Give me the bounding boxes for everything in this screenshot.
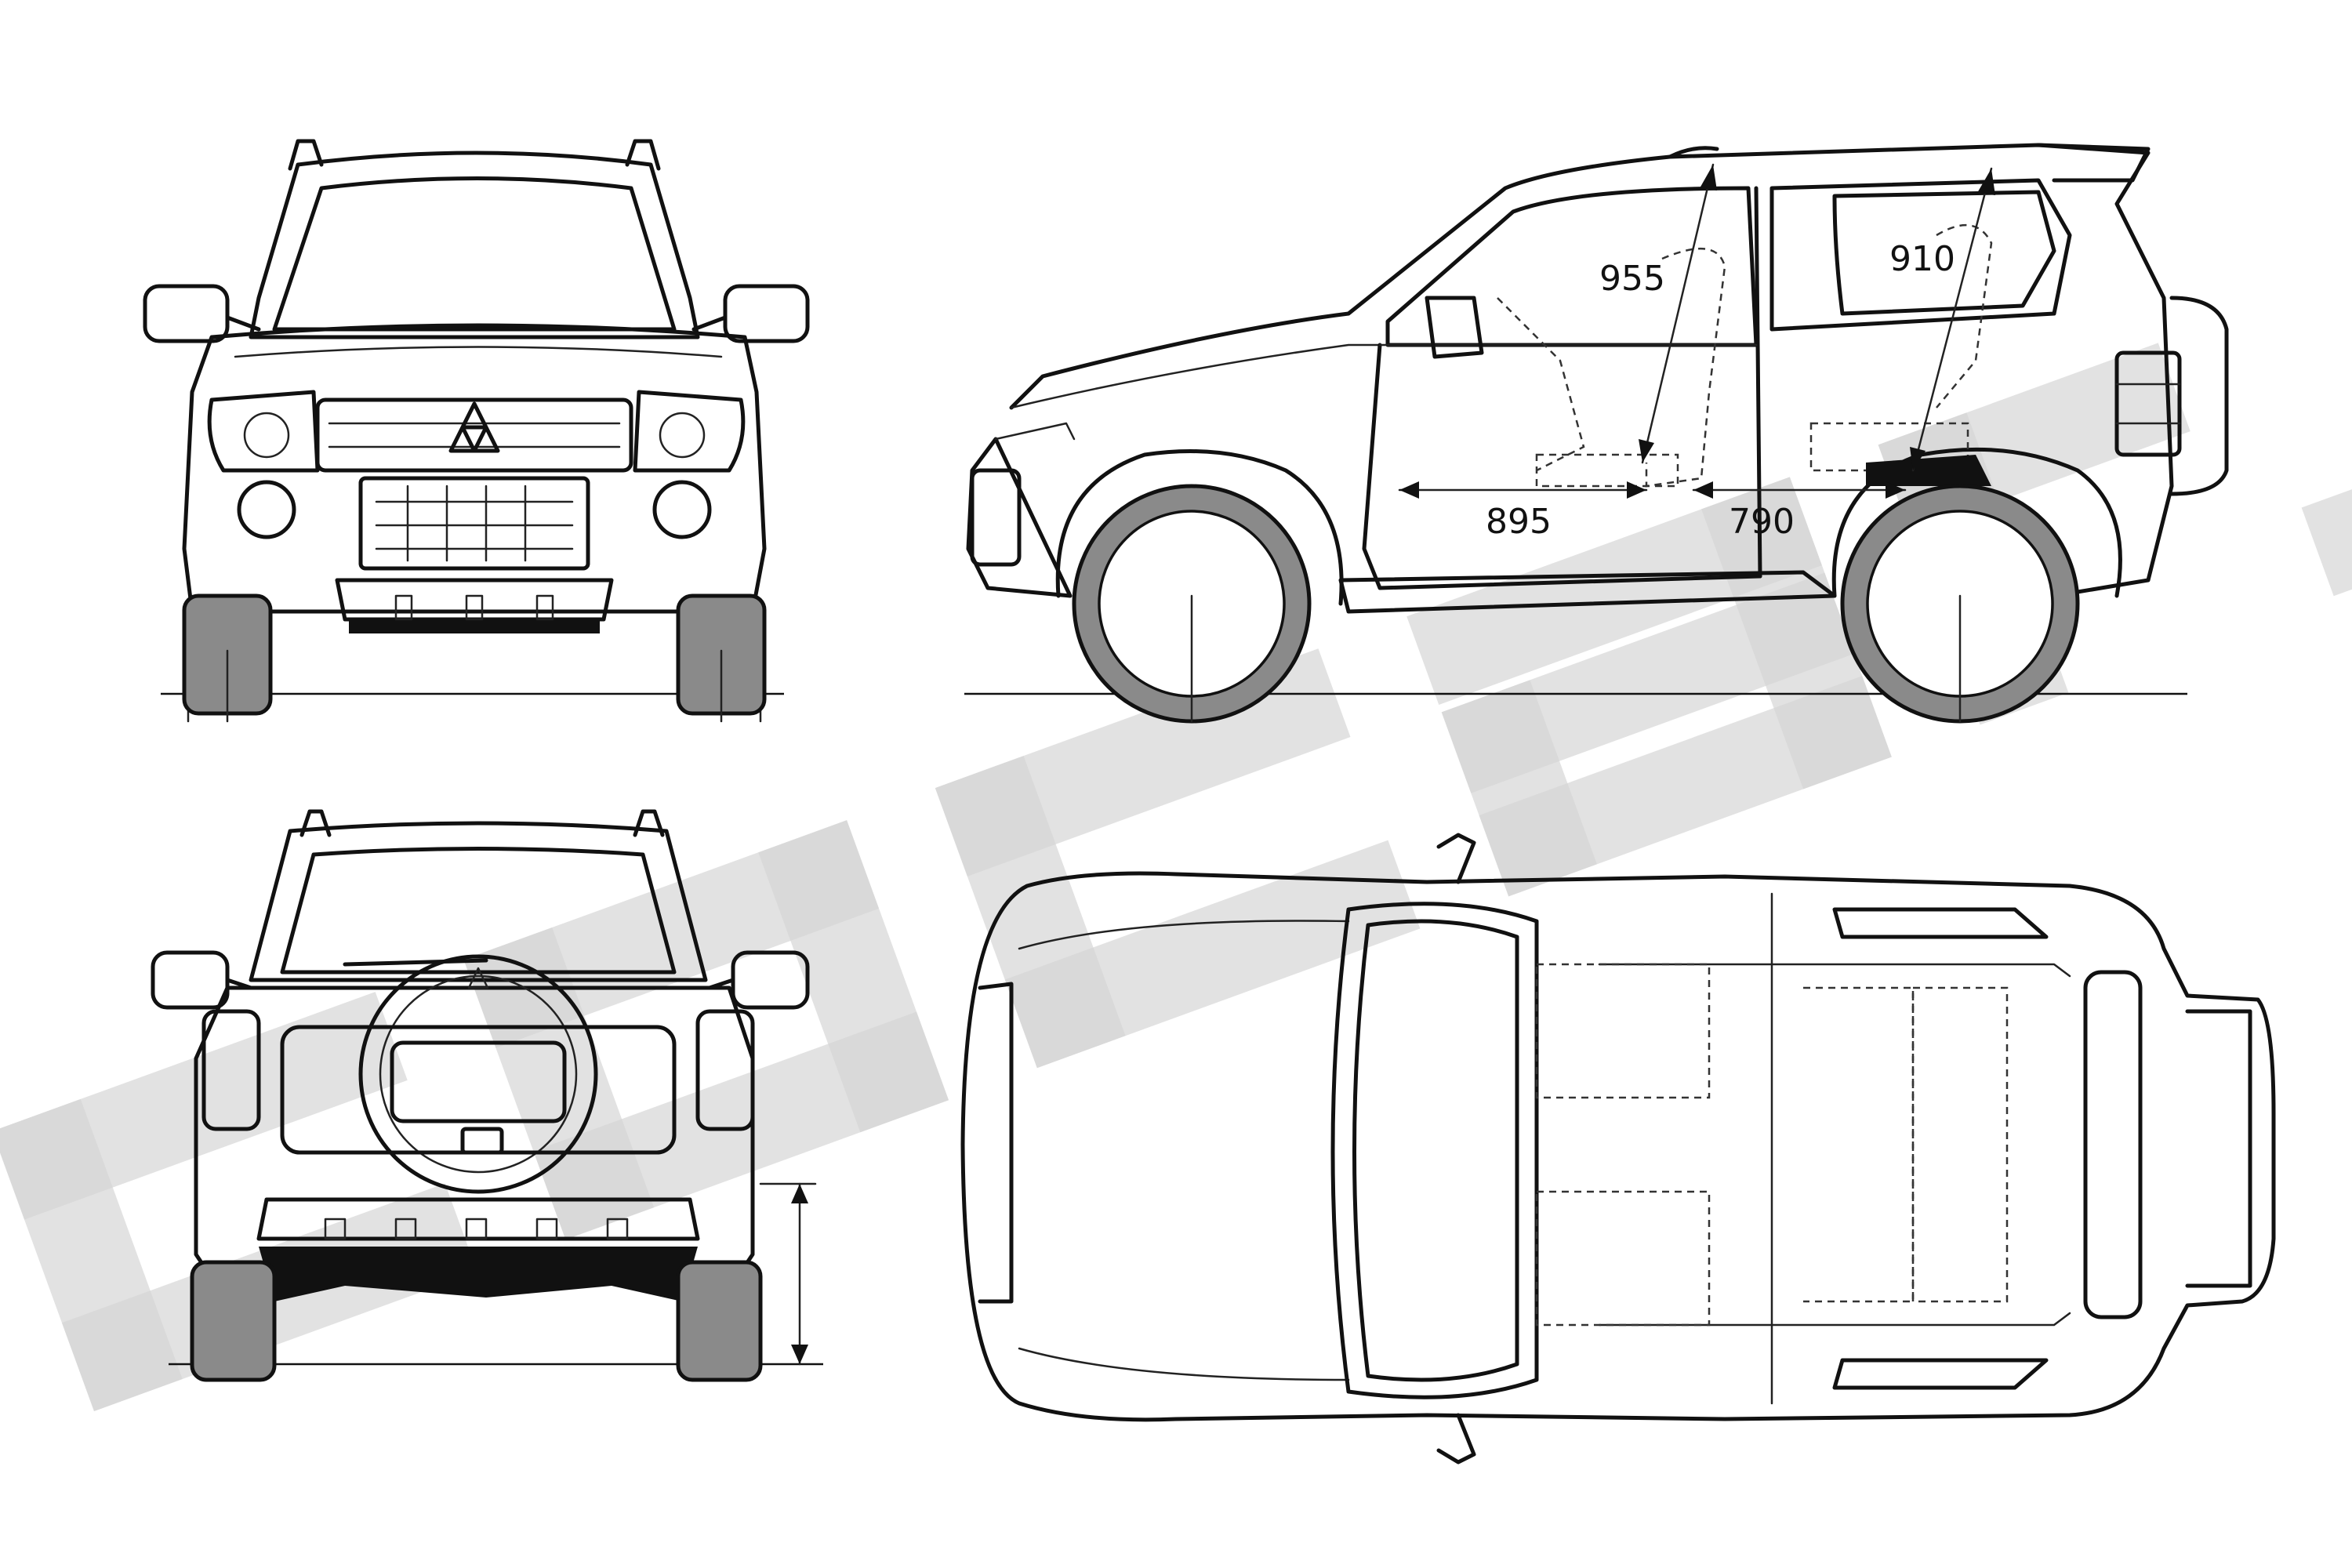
side-view: 955 910 895 790	[964, 143, 2229, 724]
dimension-955-label: 955	[1599, 259, 1665, 299]
dimension-790-arrow	[1692, 481, 1907, 499]
dimension-790-label: 790	[1729, 502, 1795, 542]
dimension-895-label: 895	[1486, 502, 1552, 542]
front-view	[143, 139, 810, 723]
dimension-910-arrow	[1910, 167, 1995, 472]
dimension-955-arrow	[1639, 163, 1717, 464]
rear-view	[151, 809, 823, 1382]
watermark	[0, 343, 2352, 1411]
dimension-910-label: 910	[1889, 239, 1955, 279]
top-view	[960, 833, 2276, 1465]
dimension-895-arrow	[1398, 481, 1648, 499]
